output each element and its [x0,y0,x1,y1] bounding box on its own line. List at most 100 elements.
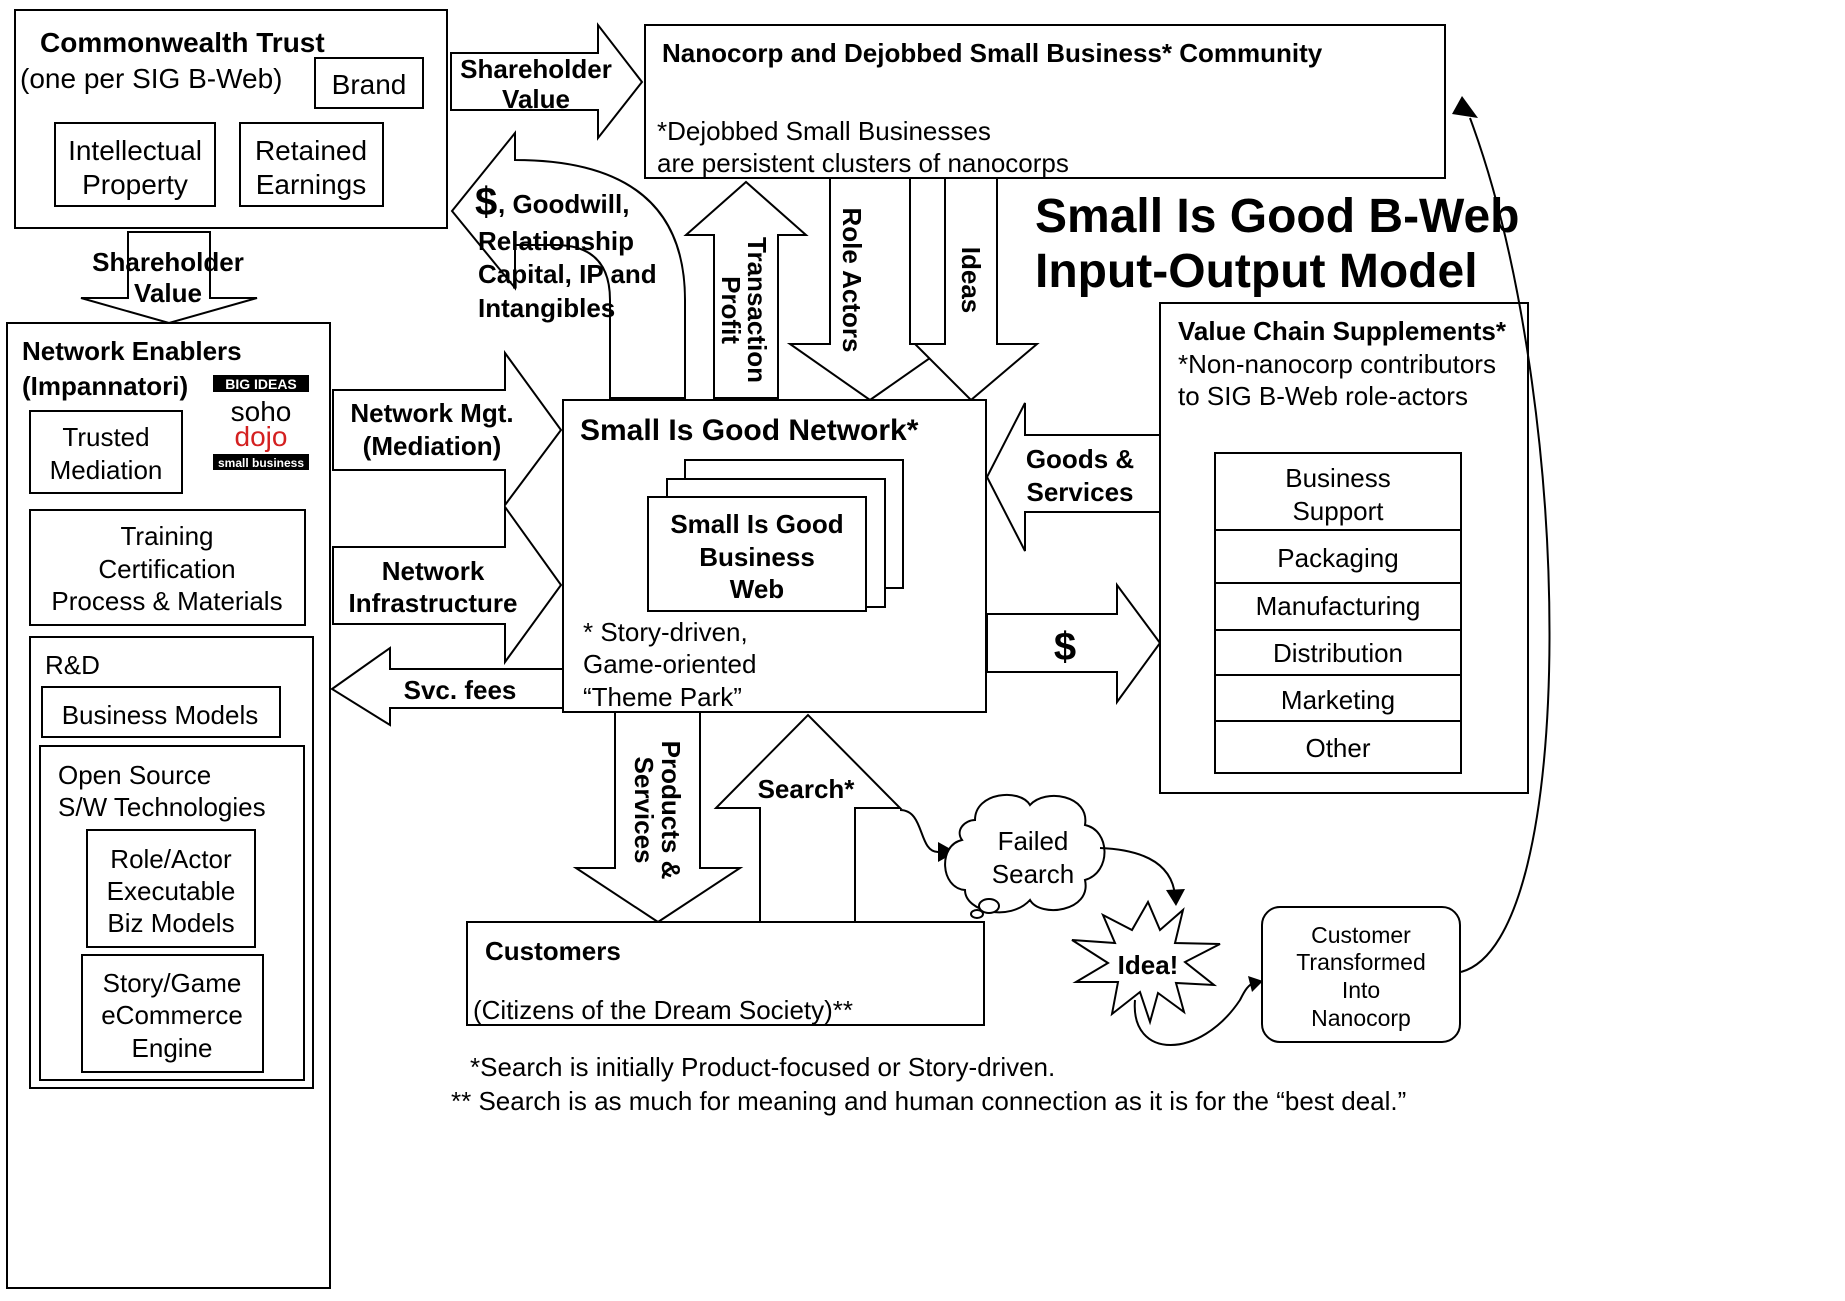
trusted-mediation-box [29,410,183,494]
logo-bottom-text: small business [218,456,304,470]
idea-label: Idea! [1118,950,1179,980]
title-line-2: Input-Output Model [1035,245,1478,298]
goods-services-label-2: Services [1027,477,1134,507]
svc-fees-arrow: Svc. fees [330,646,564,727]
cloud-bubble-small [970,909,984,919]
role-actor-box [86,829,256,948]
role-actors-arrow: Role Actors [786,177,954,402]
logo-top-text: BIG IDEAS [225,376,297,392]
search-arrow-shape [713,713,903,923]
customers-note: (Citizens of the Dream Society)** [473,995,853,1025]
search-arrow-label: Search* [758,774,856,804]
nanocorp-community: Nanocorp and Dejobbed Small Business* Co… [644,24,1446,179]
story-game-label-3: Engine [132,1033,213,1063]
brand-label: Brand [332,69,407,100]
logo-dojo: dojo [235,421,288,452]
goodwill-label-2: Relationship [478,226,634,256]
customer-transformed-box [1261,906,1461,1043]
customers-title: Customers [485,936,621,966]
nanocorp-community-box [644,24,1446,179]
customers-box [466,921,985,1026]
goods-services-shape [985,402,1161,552]
supplement-business-support-1: Business [1285,463,1391,493]
role-actor-label-2: Executable [107,876,236,906]
transaction-profit-shape [683,180,809,399]
supplements-note-1: *Non-nanocorp contributors [1178,349,1496,379]
products-services-arrow: Products & Services [572,711,744,924]
training-label-2: Certification [98,554,235,584]
ideas-label: Ideas [956,247,986,314]
small-is-good-network: Small Is Good Network* Small Is Good Bus… [562,399,987,713]
network-enablers-title-2: (Impannatori) [22,371,188,401]
goodwill-label-1: , Goodwill, [498,189,629,219]
network-mgt-arrow: Network Mgt. (Mediation) [332,349,563,509]
ideas-arrow: Ideas [912,177,1040,402]
training-label-3: Process & Materials [51,586,282,616]
idea-burst-shape [1071,899,1221,1026]
customer-transformed-label-2: Transformed [1296,949,1426,975]
footnote-1: *Search is initially Product-focused or … [470,1052,1055,1082]
business-models-label: Business Models [62,700,259,730]
supplement-other: Other [1305,733,1370,763]
bweb-stack-front [647,496,867,612]
open-source-label-1: Open Source [58,760,211,790]
search-arrow: Search* [713,713,903,923]
transformed-arrowhead [1248,976,1263,992]
intellectual-property-label-2: Property [82,169,188,200]
bweb-label-2: Business [699,542,815,572]
cloud-bubble-large [978,898,1000,914]
goodwill-arrow: $ , Goodwill, Relationship Capital, IP a… [450,130,686,399]
footnote-2: ** Search is as much for meaning and hum… [451,1086,1406,1116]
training-box [29,509,306,626]
network-mgt-label-1: Network Mgt. [350,398,513,428]
commonwealth-trust-title: Commonwealth Trust [40,27,325,58]
role-actor-label-1: Role/Actor [110,844,232,874]
value-chain-supplements: Value Chain Supplements* *Non-nanocorp c… [1159,302,1529,794]
supplement-distribution: Distribution [1273,638,1403,668]
shareholder-value-right-label-1: Shareholder [460,54,612,84]
network-infrastructure-shape [332,503,563,666]
feedback-arrowhead [1452,96,1478,118]
intellectual-property-label-1: Intellectual [68,135,202,166]
network-note-2: Game-oriented [583,649,756,679]
network-mgt-shape [332,349,563,509]
network-mgt-label-2: (Mediation) [363,431,502,461]
failed-search-label-2: Search [992,859,1074,889]
open-source-label-2: S/W Technologies [58,792,266,822]
goodwill-arrow-shape [450,130,686,399]
bweb-label-1: Small Is Good [670,509,843,539]
story-game-label-2: eCommerce [101,1000,243,1030]
supplements-list [1214,452,1462,774]
svc-fees-shape [330,646,564,727]
failed-search-label-1: Failed [998,826,1069,856]
role-actor-label-3: Biz Models [107,908,234,938]
transaction-profit-label-2: Profit [716,276,746,344]
intellectual-property-box [54,122,216,207]
nanocorp-community-note-1: *Dejobbed Small Businesses [657,116,991,146]
title-line-1: Small Is Good B-Web [1035,190,1520,243]
rd-label: R&D [45,650,100,680]
customer-transformed-label-3: Into [1342,977,1380,1003]
network-infrastructure-label-1: Network [382,556,485,586]
ideas-shape [912,177,1040,402]
customer-transformed-label-4: Nanocorp [1311,1005,1411,1031]
products-services-label-2: Services [629,757,659,864]
logo-soho: soho [231,396,292,427]
goodwill-label-3: Capital, IP and [478,259,657,289]
shareholder-value-right-arrow: Shareholder Value [450,22,644,141]
shareholder-value-down-label-1: Shareholder [92,247,244,277]
retained-earnings-label-2: Earnings [256,169,367,200]
cloud-to-idea-connector [1099,847,1176,896]
story-game-label-1: Story/Game [103,968,242,998]
dollar-arrow-shape [986,581,1162,706]
shareholder-value-right-label-2: Value [502,84,570,114]
training-label-1: Training [121,521,214,551]
supplement-marketing: Marketing [1281,685,1395,715]
goods-services-label-1: Goods & [1026,444,1134,474]
supplement-business-support-2: Support [1292,496,1384,526]
role-actors-label: Role Actors [837,208,867,353]
dollar-arrow-label: $ [1054,625,1076,669]
supplement-manufacturing: Manufacturing [1256,591,1421,621]
